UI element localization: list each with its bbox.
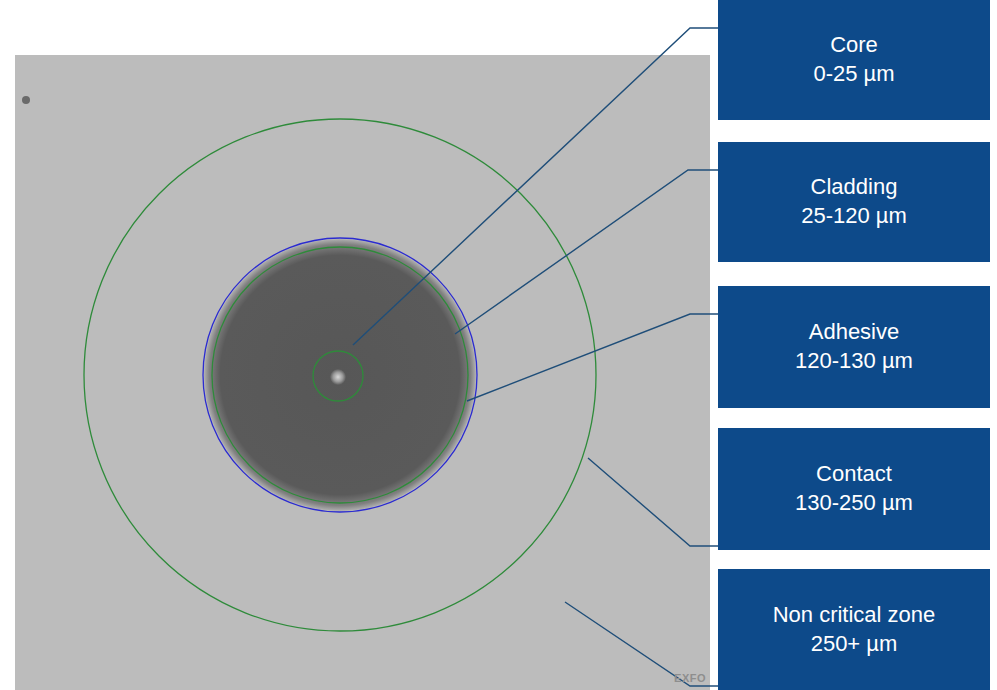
zone-callout-box: Adhesive120-130 µm: [718, 286, 990, 408]
zone-callout-box: Cladding25-120 µm: [718, 142, 990, 262]
zone-name: Cladding: [811, 173, 898, 202]
watermark: EXFO: [674, 672, 706, 684]
contact-zone-ring: [84, 119, 596, 631]
fiber-end-face: [204, 239, 476, 511]
zone-name: Core: [830, 31, 878, 60]
zone-range: 25-120 µm: [801, 202, 907, 231]
zone-callout-box: Contact130-250 µm: [718, 428, 990, 550]
leader-line: [467, 314, 718, 401]
cladding-zone-ring: [212, 247, 468, 503]
core-zone-ring: [313, 351, 363, 401]
leader-line: [455, 170, 718, 334]
zone-name: Adhesive: [809, 318, 900, 347]
zone-range: 130-250 µm: [795, 489, 913, 518]
zone-callout-box: Non critical zone250+ µm: [718, 569, 990, 690]
adhesive-zone-ring: [203, 238, 477, 512]
inspection-image-ground: [15, 55, 710, 690]
fiber-core-spot: [330, 369, 346, 385]
leader-line: [588, 458, 718, 546]
zone-callout-box: Core0-25 µm: [718, 0, 990, 120]
leader-line: [565, 602, 718, 686]
zone-range: 250+ µm: [811, 630, 898, 659]
zone-range: 0-25 µm: [813, 60, 894, 89]
dust-speck: [22, 96, 30, 104]
zone-name: Contact: [816, 460, 892, 489]
zone-name: Non critical zone: [773, 601, 936, 630]
leader-line: [353, 28, 718, 345]
zone-range: 120-130 µm: [795, 347, 913, 376]
